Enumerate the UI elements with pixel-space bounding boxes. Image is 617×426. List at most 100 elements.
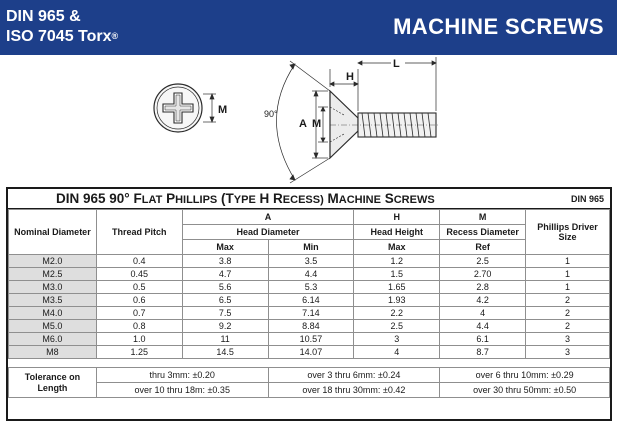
- cell-driver: 3: [525, 332, 610, 346]
- cell-pitch: 0.4: [95, 254, 183, 268]
- cell-d: M4.0: [8, 306, 97, 320]
- cell-driver: 3: [525, 345, 610, 359]
- cell-a-min: 5.3: [267, 280, 355, 294]
- cell-a-min: 6.14: [267, 293, 355, 307]
- tolerance-cell: over 30 thru 50mm: ±0.50: [439, 382, 610, 398]
- header-nominal-diameter: Nominal Diameter: [8, 209, 97, 255]
- tolerance-cell: over 18 thru 30mm: ±0.42: [267, 382, 441, 398]
- head-front-view: [153, 83, 203, 133]
- title-word: PHILLIPS: [166, 191, 218, 206]
- cell-a-max: 6.5: [181, 293, 269, 307]
- tolerance-cell: over 10 thru 18m: ±0.35: [95, 382, 269, 398]
- table-title: DIN 965 90° FLAT PHILLIPS (TYPE H RECESS…: [56, 191, 435, 206]
- cell-a-min: 3.5: [267, 254, 355, 268]
- cell-d: M5.0: [8, 319, 97, 333]
- header-max-h: Max: [353, 239, 441, 255]
- cell-m-ref: 8.7: [439, 345, 527, 359]
- cell-m-ref: 6.1: [439, 332, 527, 346]
- cell-pitch: 0.6: [95, 293, 183, 307]
- cell-h-max: 1.93: [353, 293, 441, 307]
- cell-m-ref: 4: [439, 306, 527, 320]
- angle-dimension: [276, 60, 331, 184]
- screw-side-view: [329, 89, 440, 160]
- cell-h-max: 1.5: [353, 267, 441, 281]
- standard-line-1: DIN 965 &: [6, 8, 81, 25]
- cell-m-ref: 2.70: [439, 267, 527, 281]
- standard-designation: DIN 965 & ISO 7045 Torx®: [6, 7, 118, 47]
- l-label: L: [393, 58, 400, 70]
- cell-d: M2.5: [8, 267, 97, 281]
- standard-line-2: ISO 7045 Torx®: [6, 28, 119, 45]
- header-thread-pitch: Thread Pitch: [95, 209, 183, 255]
- header-min: Min: [267, 239, 355, 255]
- cell-driver: 2: [525, 293, 610, 307]
- dimensions-table: Nominal Diameter Thread Pitch A H M Phil…: [8, 209, 610, 398]
- registered-mark: ®: [111, 31, 119, 41]
- cell-a-max: 4.7: [181, 267, 269, 281]
- cell-pitch: 0.45: [95, 267, 183, 281]
- cell-pitch: 0.7: [95, 306, 183, 320]
- head-height-dimension: [329, 69, 359, 111]
- cell-h-max: 4: [353, 345, 441, 359]
- cell-driver: 1: [525, 267, 610, 281]
- cell-a-max: 9.2: [181, 319, 269, 333]
- screw-drawing: M 90°: [153, 56, 440, 184]
- cell-d: M8: [8, 345, 97, 359]
- cell-driver: 1: [525, 280, 610, 294]
- header-max: Max: [181, 239, 269, 255]
- spacer-row: [8, 358, 610, 368]
- cell-h-max: 3: [353, 332, 441, 346]
- side-a-label: A: [299, 118, 307, 130]
- cell-m-ref: 4.4: [439, 319, 527, 333]
- cell-d: M3.5: [8, 293, 97, 307]
- header-group-m: M: [439, 209, 527, 225]
- tolerance-row-2: over 10 thru 18m: ±0.35 over 18 thru 30m…: [9, 382, 610, 398]
- tolerance-cell: thru 3mm: ±0.20: [95, 367, 269, 383]
- cell-h-max: 1.65: [353, 280, 441, 294]
- cell-h-max: 2.5: [353, 319, 441, 333]
- cell-a-max: 3.8: [181, 254, 269, 268]
- cell-d: M6.0: [8, 332, 97, 346]
- title-word: SCREWS: [384, 191, 435, 206]
- header-row-subcols: Max Min Max Ref: [9, 239, 610, 255]
- cell-a-max: 14.5: [181, 345, 269, 359]
- cell-h-max: 2.2: [353, 306, 441, 320]
- angle-label: 90°: [264, 109, 278, 119]
- front-m-label: M: [218, 104, 227, 116]
- cell-a-max: 11: [181, 332, 269, 346]
- title-word: (TYPE: [221, 191, 256, 206]
- cell-driver: 1: [525, 254, 610, 268]
- cell-pitch: 1.0: [95, 332, 183, 346]
- header-head-diameter: Head Diameter: [181, 224, 355, 240]
- header-group-h: H: [353, 209, 441, 225]
- header-head-height: Head Height: [353, 224, 441, 240]
- title-word: H RECESS): [259, 191, 324, 206]
- cell-driver: 2: [525, 306, 610, 320]
- tolerance-cell: over 6 thru 10mm: ±0.29: [439, 367, 610, 383]
- table-title-bar: DIN 965 90° FLAT PHILLIPS (TYPE H RECESS…: [8, 189, 610, 209]
- spec-table-panel: DIN 965 90° FLAT PHILLIPS (TYPE H RECESS…: [6, 187, 612, 421]
- cell-driver: 2: [525, 319, 610, 333]
- cell-pitch: 0.5: [95, 280, 183, 294]
- cell-a-min: 7.14: [267, 306, 355, 320]
- header-group-a: A: [181, 209, 355, 225]
- side-m-label: M: [312, 118, 321, 130]
- page-title: MACHINE SCREWS: [393, 14, 604, 39]
- cell-a-max: 7.5: [181, 306, 269, 320]
- cell-pitch: 1.25: [95, 345, 183, 359]
- cell-m-ref: 2.5: [439, 254, 527, 268]
- cell-d: M2.0: [8, 254, 97, 268]
- cell-a-min: 8.84: [267, 319, 355, 333]
- header-recess-diameter: Recess Diameter: [439, 224, 527, 240]
- tolerance-cell: over 3 thru 6mm: ±0.24: [267, 367, 441, 383]
- title-word: FLAT: [133, 191, 163, 206]
- header-ref: Ref: [439, 239, 527, 255]
- standard-code: DIN 965: [570, 194, 604, 204]
- cell-m-ref: 2.8: [439, 280, 527, 294]
